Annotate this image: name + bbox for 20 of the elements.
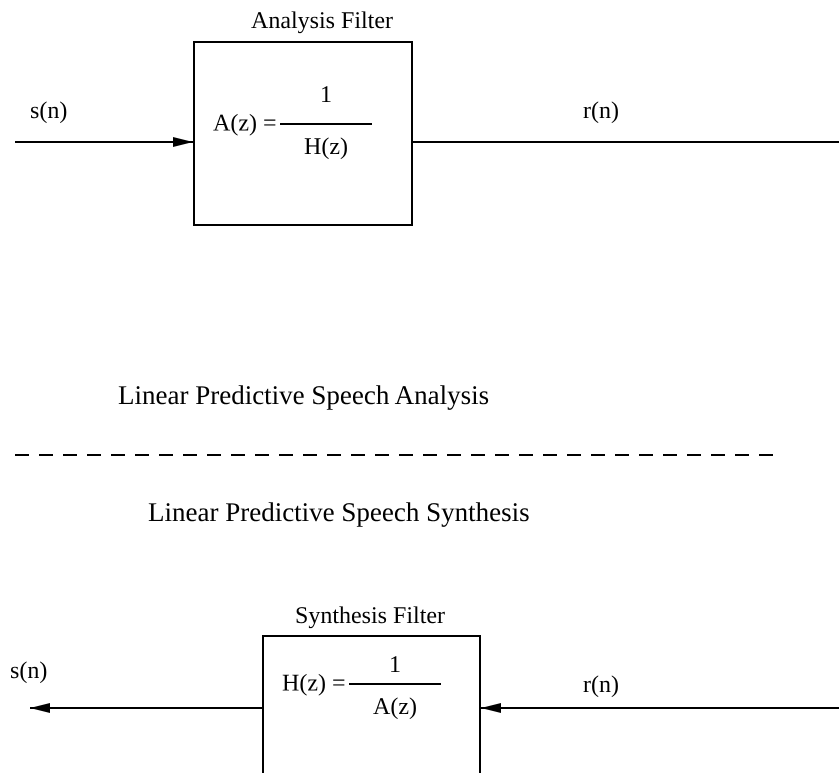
section-caption: Linear Predictive Speech Analysis [118,380,490,411]
numerator: 1 [320,82,332,108]
signal-label: r(n) [583,98,619,125]
signal-label: s(n) [10,658,48,685]
numerator: 1 [389,652,401,679]
denominator: A(z) [373,694,417,721]
signal-label: r(n) [583,672,619,699]
transfer-function-label: H(z) = [282,670,346,698]
arrow [15,137,193,147]
filter-box [193,41,413,226]
connector-line [413,141,839,143]
filter-box [262,635,481,773]
filter-title: Synthesis Filter [295,603,445,630]
section-caption: Linear Predictive Speech Synthesis [148,497,530,528]
filter-title: Analysis Filter [251,8,393,35]
arrow [30,703,262,713]
signal-label: s(n) [30,98,68,125]
arrow [481,703,839,713]
transfer-function-label: A(z) = [213,110,277,137]
denominator: H(z) [304,134,348,160]
